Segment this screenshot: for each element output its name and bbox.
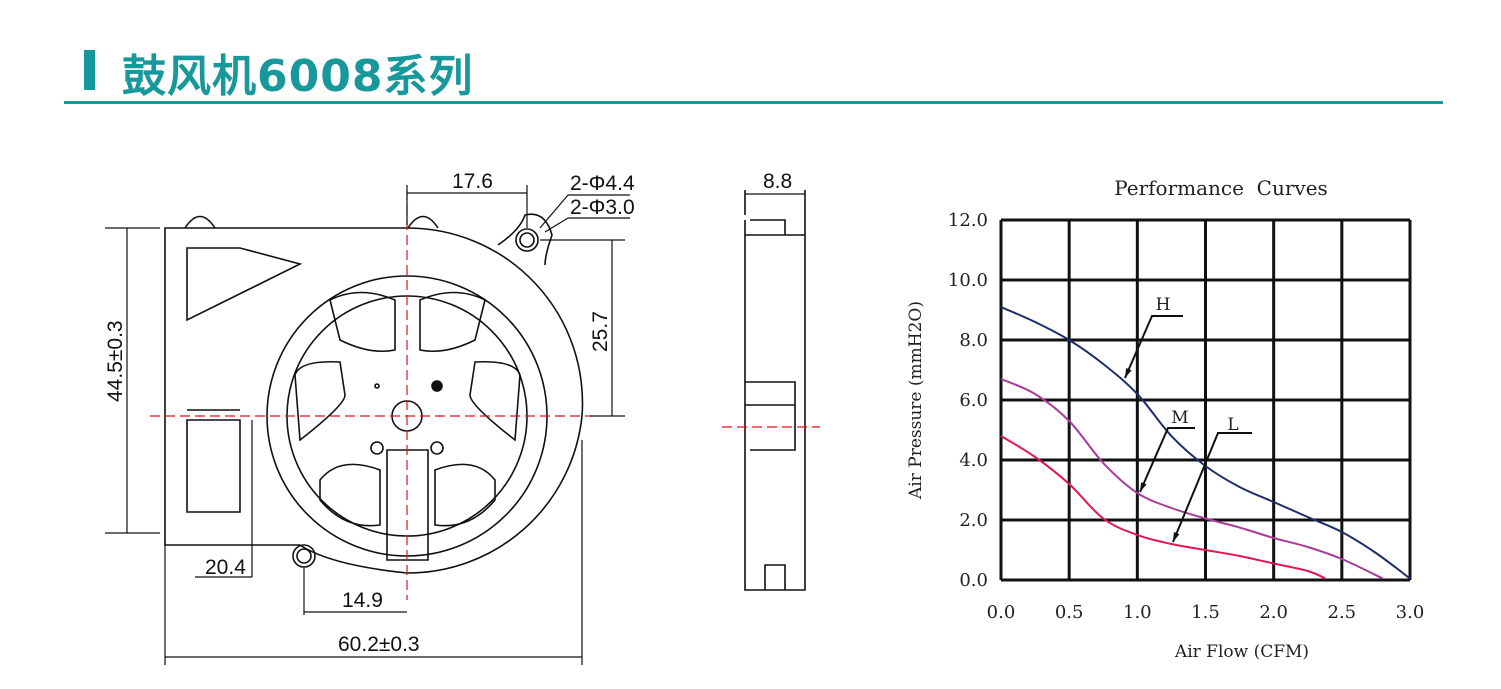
title-divider	[64, 101, 1443, 104]
side-view	[722, 190, 820, 591]
leader-arrow	[1124, 315, 1183, 379]
y-tick-label: 4.0	[959, 450, 988, 471]
x-tick-label: 1.0	[1123, 602, 1152, 623]
leader-arrow	[1139, 427, 1195, 493]
series-line-m	[1000, 378, 1384, 580]
dim-20-4: 20.4	[205, 556, 246, 579]
leader-arrow	[1172, 432, 1252, 543]
dim-25-7: 25.7	[589, 311, 612, 352]
y-tick-label: 10.0	[948, 270, 988, 291]
series-labels: H M L	[1124, 295, 1252, 543]
x-tick-label: 0.0	[987, 602, 1016, 623]
x-axis-label: Air Flow (CFM)	[1174, 642, 1309, 662]
y-tick-label: 2.0	[959, 510, 988, 531]
series-line-l	[1000, 435, 1326, 580]
arrowhead-icon	[1173, 532, 1180, 542]
dim-thickness: 8.8	[763, 170, 792, 193]
title-accent-bar	[84, 50, 95, 90]
chart-series	[1000, 306, 1411, 580]
x-tick-label: 3.0	[1396, 602, 1425, 623]
arrowhead-icon	[1125, 368, 1132, 378]
arrowhead-icon	[1140, 482, 1147, 492]
dim-14-9: 14.9	[342, 589, 383, 612]
series-label-l: L	[1227, 415, 1238, 435]
series-label-m: M	[1171, 408, 1188, 428]
y-tick-label: 12.0	[948, 210, 988, 231]
front-centerlines	[150, 190, 590, 600]
y-tick-label: 6.0	[959, 390, 988, 411]
dim-hole-inner: 2-Φ3.0	[570, 196, 635, 219]
chart-ticks: 0.0 0.5 1.0 1.5 2.0 2.5 3.0 0.0 2.0 4.0 6.0 8.0 10.0…	[948, 210, 1424, 623]
dim-width: 60.2±0.3	[338, 633, 420, 656]
chart-title: Performance Curves	[1114, 176, 1328, 200]
dim-hole-outer: 2-Φ4.4	[570, 172, 635, 195]
series-line-h	[1000, 306, 1411, 580]
x-tick-label: 2.0	[1259, 602, 1288, 623]
chart-grid	[999, 218, 1412, 582]
y-tick-label: 8.0	[959, 330, 988, 351]
x-tick-label: 0.5	[1055, 602, 1084, 623]
x-tick-label: 2.5	[1328, 602, 1357, 623]
y-tick-label: 0.0	[959, 570, 988, 591]
y-axis-label: Air Pressure (mmH2O)	[906, 301, 926, 500]
dim-height: 44.5±0.3	[104, 320, 127, 402]
x-tick-label: 1.5	[1191, 602, 1220, 623]
dimension-lines	[105, 185, 630, 665]
page-title: 鼓风机6008系列	[122, 51, 474, 102]
series-label-h: H	[1156, 295, 1171, 315]
dim-17-6: 17.6	[452, 170, 493, 193]
